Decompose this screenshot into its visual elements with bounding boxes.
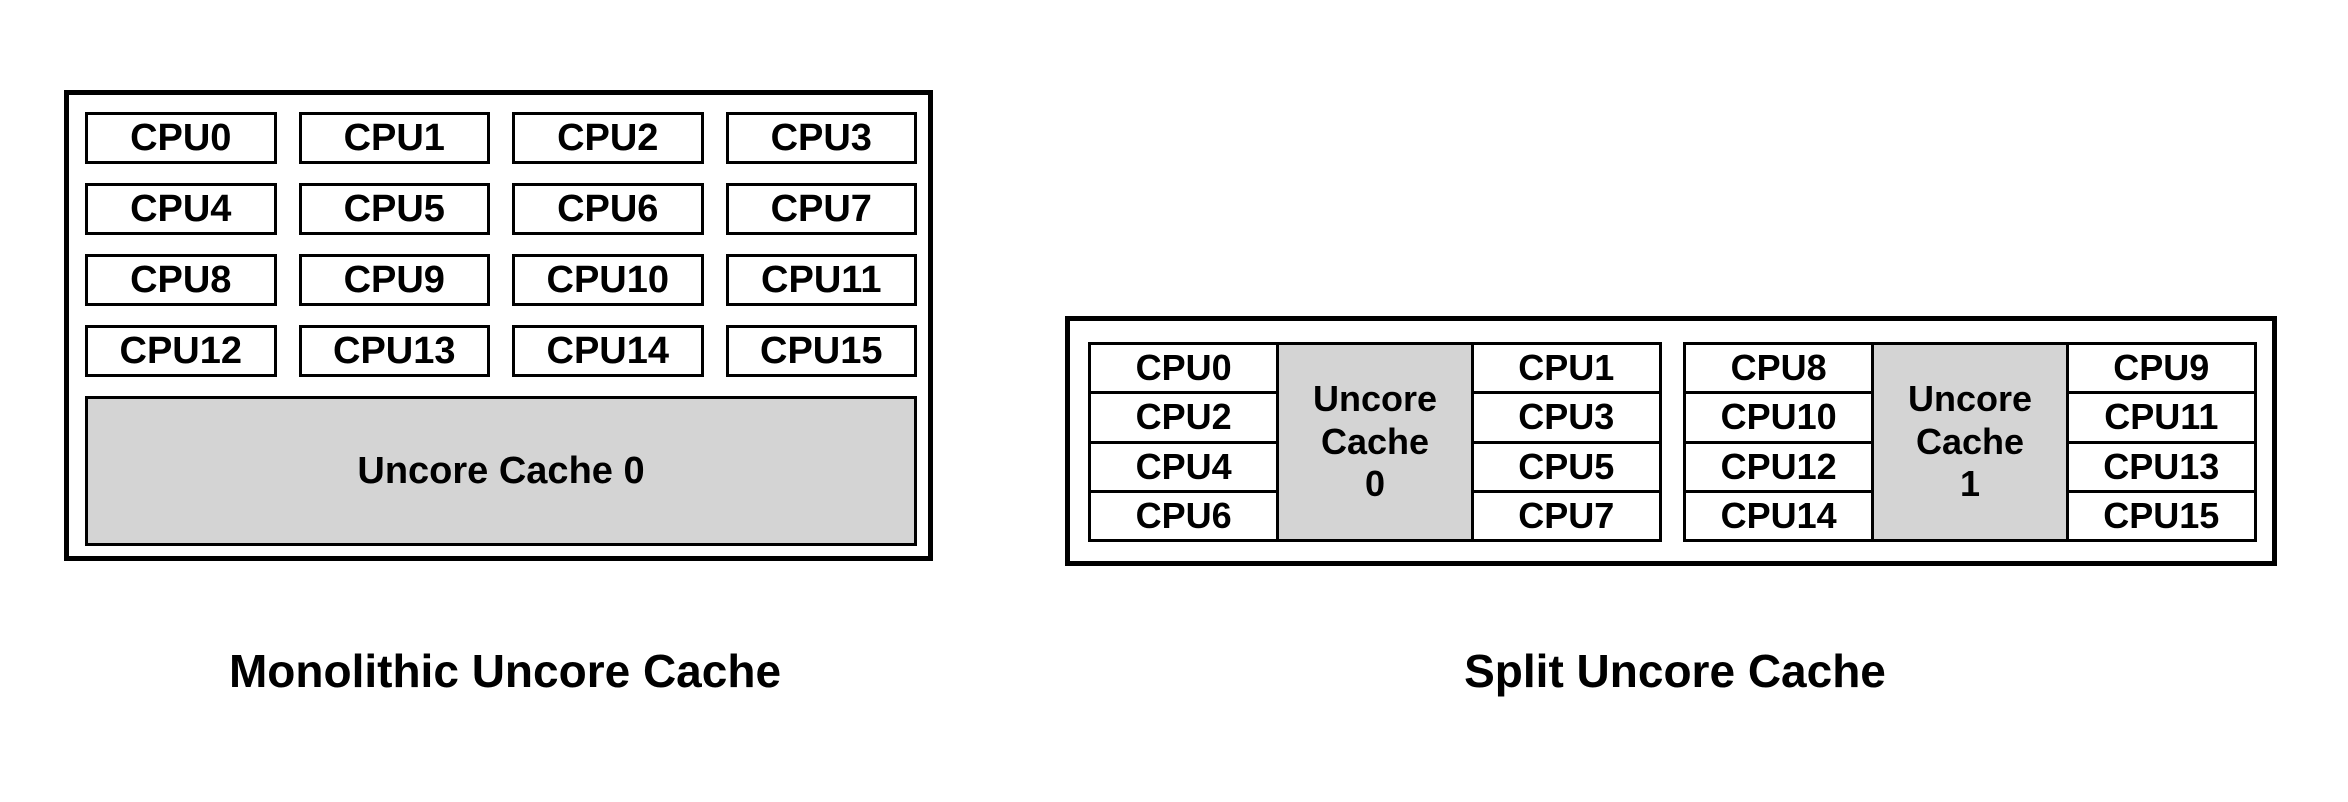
cpu-box: CPU15 xyxy=(2065,489,2257,542)
cpu-box: CPU1 xyxy=(298,112,490,164)
cpu-box: CPU4 xyxy=(85,183,277,235)
uncore-cache-0-split-box: Uncore Cache 0 xyxy=(1276,342,1474,542)
split-cluster-0: CPU0 CPU2 CPU4 CPU6 Uncore Cache 0 CPU1 … xyxy=(1088,342,1662,542)
monolithic-caption: Monolithic Uncore Cache xyxy=(228,645,782,697)
cluster-1-left-cpu-column: CPU8 CPU10 CPU12 CPU14 xyxy=(1683,342,1875,542)
cpu-box: CPU7 xyxy=(1470,489,1662,542)
cpu-box: CPU2 xyxy=(1088,391,1280,444)
cpu-box: CPU7 xyxy=(725,183,917,235)
cpu-box: CPU5 xyxy=(1470,440,1662,493)
cpu-box: CPU12 xyxy=(85,325,277,377)
split-caption: Split Uncore Cache xyxy=(1464,645,1886,697)
cache-label-line: 1 xyxy=(1959,463,1980,505)
cpu-box: CPU4 xyxy=(1088,440,1280,493)
cluster-0-left-cpu-column: CPU0 CPU2 CPU4 CPU6 xyxy=(1088,342,1280,542)
cache-label-line: Cache xyxy=(1915,420,2025,462)
cluster-1-right-cpu-column: CPU9 CPU11 CPU13 CPU15 xyxy=(2065,342,2257,542)
cpu-box: CPU9 xyxy=(298,254,490,306)
cpu-box: CPU3 xyxy=(725,112,917,164)
cpu-box: CPU14 xyxy=(1683,489,1875,542)
cpu-box: CPU11 xyxy=(725,254,917,306)
cpu-box: CPU13 xyxy=(298,325,490,377)
monolithic-cpu-grid: CPU0 CPU1 CPU2 CPU3 CPU4 CPU5 CPU6 CPU7 … xyxy=(85,112,917,377)
cpu-box: CPU11 xyxy=(2065,391,2257,444)
split-diagram: CPU0 CPU2 CPU4 CPU6 Uncore Cache 0 CPU1 … xyxy=(1065,316,2277,566)
cpu-box: CPU10 xyxy=(1683,391,1875,444)
cpu-box: CPU6 xyxy=(1088,489,1280,542)
cpu-box: CPU0 xyxy=(1088,342,1280,395)
monolithic-diagram: CPU0 CPU1 CPU2 CPU3 CPU4 CPU5 CPU6 CPU7 … xyxy=(64,90,933,561)
cpu-box: CPU13 xyxy=(2065,440,2257,493)
cpu-box: CPU6 xyxy=(512,183,704,235)
cache-label-line: Uncore xyxy=(1907,378,2032,420)
cpu-box: CPU2 xyxy=(512,112,704,164)
cpu-box: CPU1 xyxy=(1470,342,1662,395)
cpu-box: CPU8 xyxy=(1683,342,1875,395)
cache-label-line: Uncore xyxy=(1312,378,1437,420)
uncore-cache-1-split-box: Uncore Cache 1 xyxy=(1871,342,2069,542)
cpu-box: CPU8 xyxy=(85,254,277,306)
cache-label-line: Cache xyxy=(1320,420,1430,462)
cpu-box: CPU14 xyxy=(512,325,704,377)
cpu-box: CPU5 xyxy=(298,183,490,235)
split-cluster-1: CPU8 CPU10 CPU12 CPU14 Uncore Cache 1 CP… xyxy=(1683,342,2257,542)
cpu-box: CPU15 xyxy=(725,325,917,377)
uncore-cache-0-box: Uncore Cache 0 xyxy=(85,396,917,546)
cpu-box: CPU10 xyxy=(512,254,704,306)
cluster-0-right-cpu-column: CPU1 CPU3 CPU5 CPU7 xyxy=(1470,342,1662,542)
cache-label-line: 0 xyxy=(1364,463,1385,505)
cpu-box: CPU3 xyxy=(1470,391,1662,444)
cpu-box: CPU12 xyxy=(1683,440,1875,493)
cpu-box: CPU9 xyxy=(2065,342,2257,395)
cpu-box: CPU0 xyxy=(85,112,277,164)
